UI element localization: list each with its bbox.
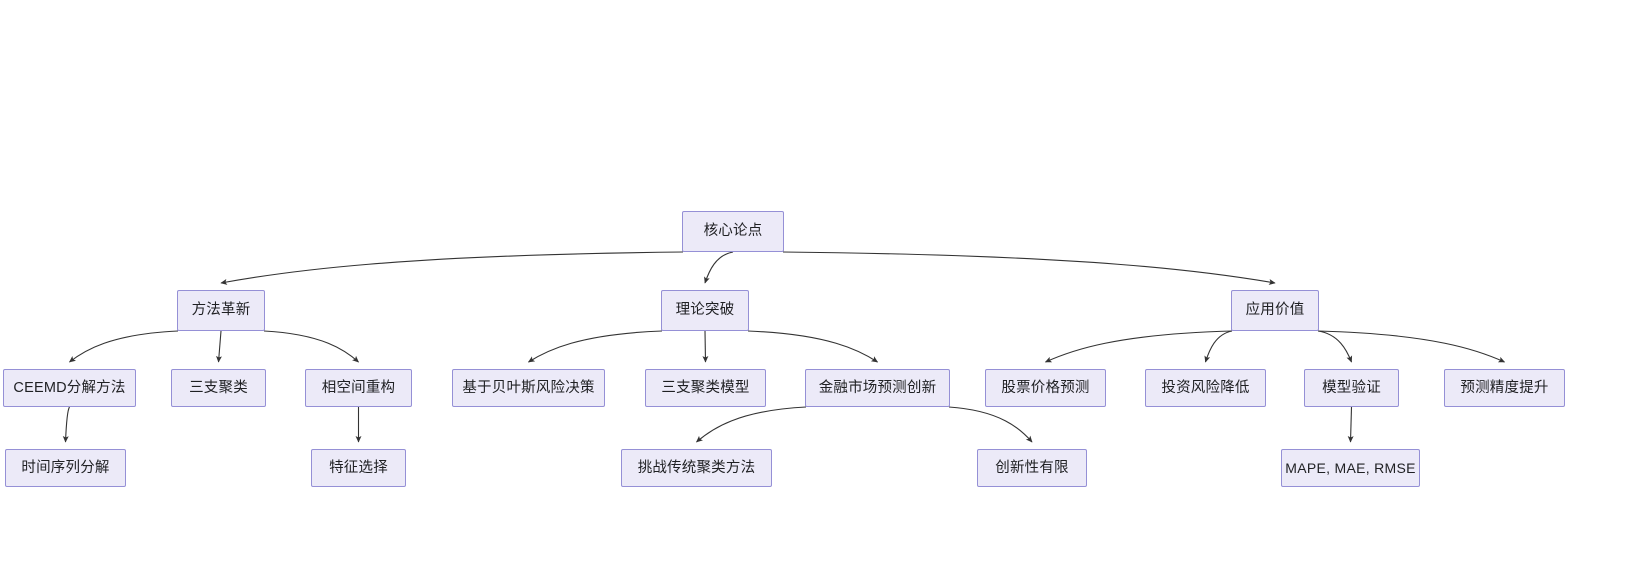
node-label: 应用价值 [1245,302,1305,319]
node-c3[interactable]: 相空间重构 [305,369,412,407]
edge-b3-to-c9 [1317,330,1353,363]
node-label: 三支聚类 [189,379,248,396]
edge-b3-to-c7 [1044,330,1233,363]
node-label: 基于贝叶斯风险决策 [462,379,595,396]
node-label: 模型验证 [1322,379,1381,396]
edge-b3-to-c8 [1204,330,1233,363]
node-label: 相空间重构 [321,379,396,396]
node-b3[interactable]: 应用价值 [1231,290,1319,331]
edge-root-to-b1 [220,251,684,285]
node-label: 创新性有限 [995,459,1069,476]
node-b2[interactable]: 理论突破 [661,290,749,331]
node-c7[interactable]: 股票价格预测 [985,369,1106,407]
node-c2[interactable]: 三支聚类 [171,369,266,407]
node-c4[interactable]: 基于贝叶斯风险决策 [452,369,605,407]
node-label: 股票价格预测 [1001,379,1090,396]
edge-b3-to-c10 [1317,330,1506,363]
node-label: 方法革新 [191,302,251,319]
edge-b2-to-c4 [527,330,663,363]
edge-b2-to-c5 [702,330,709,363]
node-c1[interactable]: CEEMD分解方法 [3,369,136,407]
node-c5[interactable]: 三支聚类模型 [645,369,766,407]
node-d5[interactable]: MAPE, MAE, RMSE [1281,449,1420,487]
node-label: MAPE, MAE, RMSE [1285,460,1416,476]
node-label: 投资风险降低 [1161,379,1250,396]
edge-b1-to-c3 [263,330,359,363]
node-label: 时间序列分解 [21,459,110,476]
edge-root-to-b2 [704,251,734,284]
node-c8[interactable]: 投资风险降低 [1145,369,1266,407]
node-label: 挑战传统聚类方法 [637,459,756,476]
node-label: 特征选择 [329,459,388,476]
node-c10[interactable]: 预测精度提升 [1444,369,1565,407]
node-label: 金融市场预测创新 [818,379,937,396]
node-label: 核心论点 [703,223,763,240]
edge-root-to-b3 [782,251,1276,285]
node-label: CEEMD分解方法 [13,379,126,396]
node-label: 理论突破 [675,302,735,319]
node-d4[interactable]: 创新性有限 [977,449,1087,487]
node-d2[interactable]: 特征选择 [311,449,406,487]
edge-paths [62,251,1506,443]
edge-b1-to-c2 [216,330,222,363]
node-d1[interactable]: 时间序列分解 [5,449,126,487]
edge-b2-to-c6 [747,330,879,363]
edge-c6-to-d4 [948,406,1033,443]
edge-c6-to-d3 [696,406,807,443]
node-d3[interactable]: 挑战传统聚类方法 [621,449,772,487]
node-c9[interactable]: 模型验证 [1304,369,1399,407]
node-root[interactable]: 核心论点 [682,211,784,252]
edge-c9-to-d5 [1347,406,1354,443]
edge-b1-to-c1 [68,330,179,363]
node-c6[interactable]: 金融市场预测创新 [805,369,950,407]
node-label: 预测精度提升 [1460,379,1549,396]
node-b1[interactable]: 方法革新 [177,290,265,331]
node-label: 三支聚类模型 [661,379,750,396]
edge-c1-to-d1 [62,406,70,443]
